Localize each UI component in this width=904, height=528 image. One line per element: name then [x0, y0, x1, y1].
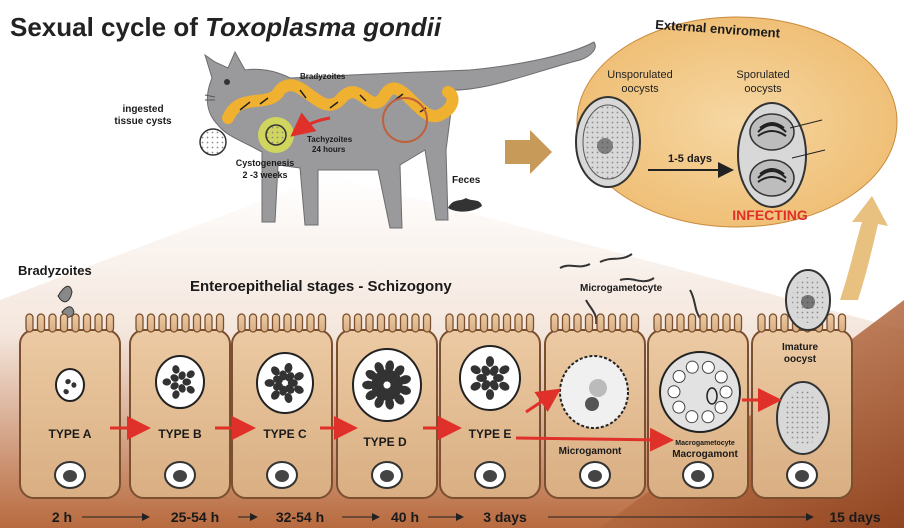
time-15days: 15 days	[829, 509, 881, 525]
imature-label-2: oocyst	[784, 354, 817, 365]
type-e-label: TYPE E	[469, 427, 512, 441]
external-to-oocyst-arrow	[840, 196, 888, 300]
tachyzoites-label-2: 24 hours	[312, 145, 346, 154]
parasite-stage	[460, 346, 520, 410]
microgamont	[560, 356, 628, 428]
macrogamont	[660, 352, 740, 432]
time-32-54h: 32-54 h	[276, 509, 324, 525]
time-2h: 2 h	[52, 509, 72, 525]
macrogamont-label: Macrogamont	[672, 449, 738, 460]
diagram-title: Sexual cycle of Toxoplasma gondii	[10, 12, 442, 42]
type-b-label: TYPE B	[158, 427, 202, 441]
feces-icon	[448, 198, 482, 212]
stage-arrow	[516, 438, 668, 440]
epithelial-cells	[20, 314, 852, 498]
unsporulated-label-2: oocysts	[621, 83, 659, 95]
type-c-label: TYPE C	[263, 427, 307, 441]
tachyzoites-label-1: Tachyzoites	[307, 135, 353, 144]
epithelial-cell	[20, 314, 120, 498]
parasite-stage	[56, 369, 84, 401]
bradyzoites-label: Bradyzoites	[18, 263, 92, 278]
sporulated-label-2: oocysts	[744, 83, 782, 95]
microgametocyte-label: Microgametocyte	[580, 283, 663, 294]
unsporulated-label-1: Unsporulated	[607, 69, 672, 81]
sporulated-label-1: Sporulated	[736, 69, 789, 81]
time-40h: 40 h	[391, 509, 419, 525]
stages-heading: Enteroepithelial stages - Schizogony	[190, 278, 452, 295]
type-a-label: TYPE A	[49, 427, 92, 441]
type-d-label: TYPE D	[363, 435, 407, 449]
unsporulated-oocyst	[576, 97, 640, 187]
cystogenesis-label-2: 2 -3 weeks	[242, 170, 287, 180]
tissue-cyst-in-cat	[266, 125, 286, 145]
parasite-stage	[156, 356, 204, 408]
cystogenesis-label-1: Cystogenesis	[236, 158, 295, 168]
macrogametocyte-label: Macrogametocyte	[675, 440, 735, 447]
imature-oocyst	[777, 382, 829, 454]
ingested-label-1: ingested	[122, 104, 163, 115]
parasite-stage	[353, 349, 421, 421]
ingested-cyst	[200, 129, 226, 155]
sporulation-duration: 1-5 days	[668, 153, 712, 165]
parasite-stage	[257, 353, 313, 413]
infecting-label: INFECTING	[732, 207, 808, 223]
time-3days: 3 days	[483, 509, 527, 525]
imature-oocyst-released	[786, 270, 830, 330]
cat-bradyzoites-label: Bradyzoites	[300, 72, 346, 81]
microgamont-label: Microgamont	[559, 446, 622, 457]
cat-to-external-arrow	[505, 130, 552, 174]
feces-label: Feces	[452, 175, 481, 186]
ingested-label-2: tissue cysts	[114, 116, 172, 127]
imature-label-1: Imature	[782, 342, 819, 353]
time-25-54h: 25-54 h	[171, 509, 219, 525]
